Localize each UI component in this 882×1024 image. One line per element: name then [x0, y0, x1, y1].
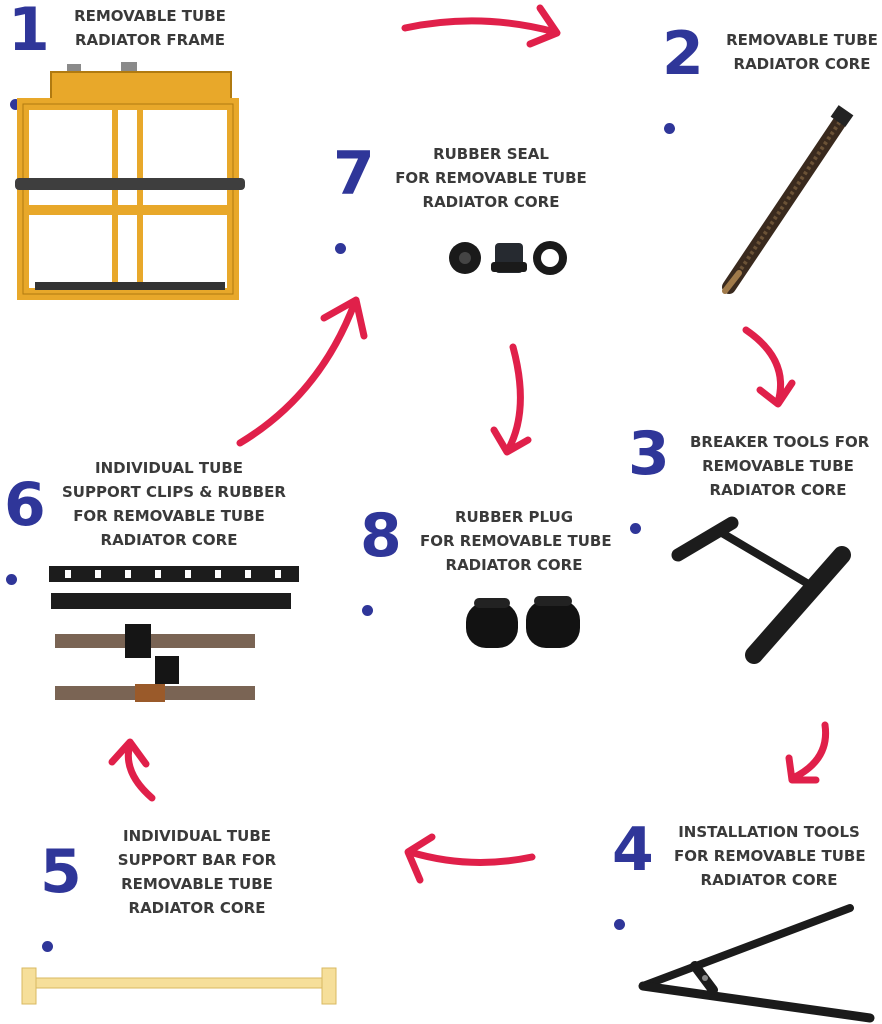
step-1-label: REMOVABLE TUBE RADIATOR FRAME — [74, 7, 226, 49]
arrow-3-to-4 — [785, 721, 830, 784]
step-6-number: 6 — [4, 475, 46, 595]
step-5-number: 5 — [40, 842, 82, 962]
rubber-seal-image — [449, 241, 567, 275]
arrow-5-to-6 — [108, 738, 156, 802]
step-4-label: INSTALLATION TOOLS FOR REMOVABLE TUBE RA… — [674, 823, 866, 889]
step-8-label: RUBBER PLUG FOR REMOVABLE TUBE RADIATOR … — [420, 508, 612, 574]
rubber-plug-image — [466, 596, 580, 648]
step-1-number: 1 — [8, 0, 50, 120]
step-4-number: 4 — [612, 820, 654, 940]
arrow-1-to-2 — [401, 4, 561, 48]
step-3-label: BREAKER TOOLS FOR REMOVABLE TUBE RADIATO… — [690, 433, 870, 499]
arrow-2-to-3 — [742, 326, 796, 408]
arrow-4-to-5 — [404, 833, 536, 884]
radiator-frame-image — [15, 62, 245, 300]
support-bar-image — [21, 967, 337, 1005]
breaker-tool-image — [671, 516, 851, 664]
arrow-7-to-8 — [490, 343, 532, 456]
step-8-number: 8 — [360, 506, 402, 626]
support-clips-image — [49, 566, 299, 702]
step-2-label: REMOVABLE TUBE RADIATOR CORE — [726, 31, 878, 73]
step-2-number: 2 — [662, 24, 704, 144]
arrow-6-to-7 — [236, 296, 368, 447]
step-6-label: INDIVIDUAL TUBE SUPPORT CLIPS & RUBBER F… — [62, 459, 286, 549]
step-7-number: 7 — [333, 144, 375, 264]
installation-tool-image — [638, 904, 875, 1023]
radiator-core-tube-image — [722, 105, 854, 294]
step-7-label: RUBBER SEAL FOR REMOVABLE TUBE RADIATOR … — [395, 145, 587, 211]
step-5-label: INDIVIDUAL TUBE SUPPORT BAR FOR REMOVABL… — [117, 827, 277, 917]
step-3-number: 3 — [628, 424, 670, 544]
